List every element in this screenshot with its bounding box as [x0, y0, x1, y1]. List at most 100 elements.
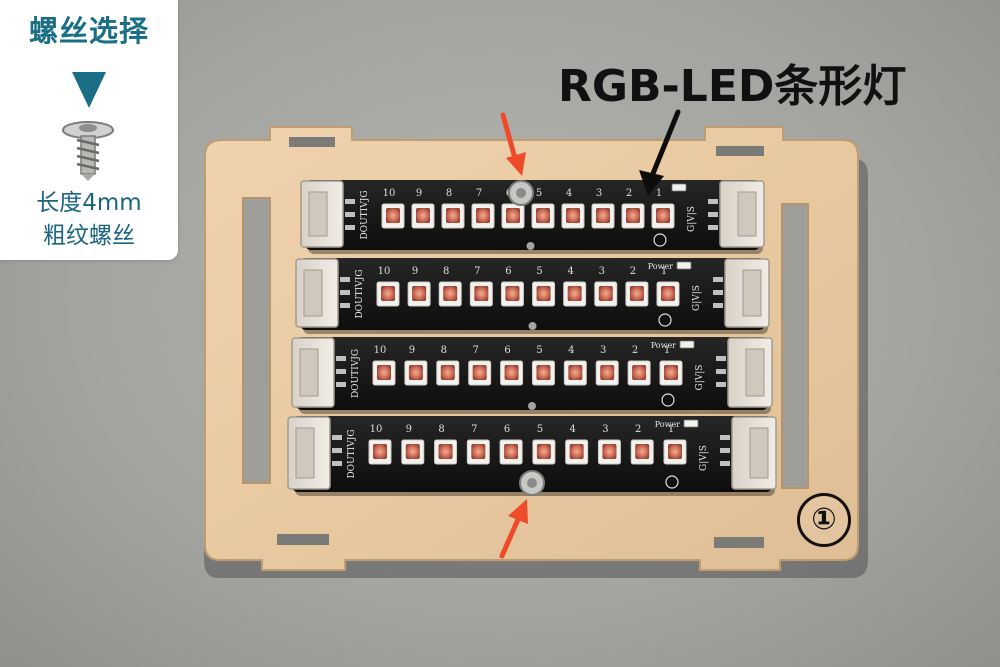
plate-slot-right [781, 203, 809, 489]
led [594, 281, 618, 307]
power-led [676, 261, 692, 270]
led [625, 281, 649, 307]
left-connector [295, 258, 350, 328]
led-number: 4 [567, 266, 573, 277]
brand-text: DOUTIVJG [360, 190, 370, 239]
led-number: 5 [536, 188, 542, 199]
led [565, 439, 589, 465]
led-number: 7 [471, 424, 477, 435]
led-number: 9 [406, 424, 412, 435]
black-arrow-icon [639, 109, 681, 196]
down-triangle-icon [72, 72, 106, 108]
led [563, 281, 587, 307]
led-number: 8 [441, 345, 447, 356]
led [401, 439, 425, 465]
rgb-led-strip-label: RGB-LED条形灯 [558, 61, 907, 112]
direction-logo-icon [658, 313, 672, 327]
led-number: 9 [412, 266, 418, 277]
screw-bottom [519, 470, 545, 496]
led [656, 281, 680, 307]
plate-notch-top-left [289, 137, 335, 147]
led [591, 203, 615, 229]
led [531, 203, 555, 229]
led [630, 439, 654, 465]
plate-notch-top-right [716, 146, 764, 156]
led-number: 3 [599, 266, 605, 277]
pins-text: G|V|S [699, 445, 709, 471]
screw-icon [62, 121, 114, 181]
led [411, 203, 435, 229]
power-label: Power [648, 262, 673, 271]
led-number: 10 [370, 424, 383, 435]
brand-text: DOUTIVJG [355, 269, 365, 318]
plate-slot-left [242, 197, 271, 484]
red-arrow-icon [499, 499, 528, 559]
led [563, 360, 587, 386]
led-number: 3 [600, 345, 606, 356]
brand-text: DOUTIVJG [347, 429, 357, 478]
led-number: 4 [569, 424, 575, 435]
step-number-badge: ① [797, 493, 851, 547]
left-connector [287, 416, 342, 490]
led-number: 3 [602, 424, 608, 435]
pins-text: G|V|S [687, 206, 697, 232]
panel-title: 螺丝选择 [28, 14, 149, 48]
led-number: 1 [661, 266, 667, 277]
led [466, 439, 490, 465]
led [434, 439, 458, 465]
led-number: 4 [566, 188, 572, 199]
led [627, 360, 651, 386]
led-number: 9 [416, 188, 422, 199]
led [663, 439, 687, 465]
led [501, 203, 525, 229]
pcb [292, 416, 772, 492]
led-number: 7 [474, 266, 480, 277]
led-number: 7 [476, 188, 482, 199]
red-arrow-icon [500, 112, 526, 176]
screw-top [508, 180, 534, 206]
led [500, 281, 524, 307]
led-number: 1 [656, 188, 662, 199]
led-strips: DOUTIVJGG|V|S10987654321DOUTIVJGG|V|S109… [287, 180, 777, 496]
plate-notch-bottom-right [714, 537, 764, 548]
led-number: 3 [596, 188, 602, 199]
led [368, 439, 392, 465]
led [468, 360, 492, 386]
led [659, 360, 683, 386]
pins-text: G|V|S [692, 285, 702, 311]
led-number: 5 [536, 266, 542, 277]
power-label: Power [655, 420, 680, 429]
led [500, 360, 524, 386]
led [376, 281, 400, 307]
led [532, 281, 556, 307]
led-number: 8 [438, 424, 444, 435]
led [561, 203, 585, 229]
led-number: 2 [635, 424, 641, 435]
led [372, 360, 396, 386]
led [469, 281, 493, 307]
led-number: 10 [383, 188, 396, 199]
led [621, 203, 645, 229]
led-number: 4 [568, 345, 574, 356]
led [471, 203, 495, 229]
led-number: 9 [409, 345, 415, 356]
power-led [679, 340, 695, 349]
led-number: 6 [504, 345, 510, 356]
led-number: 5 [536, 345, 542, 356]
led-number: 2 [630, 266, 636, 277]
led [532, 439, 556, 465]
led-number: 6 [504, 424, 510, 435]
led [381, 203, 405, 229]
right-connector [720, 416, 777, 490]
left-connector [291, 337, 346, 408]
led-number: 10 [378, 266, 391, 277]
brand-text: DOUTIVJG [351, 349, 361, 398]
right-connector [708, 180, 765, 248]
led [595, 360, 619, 386]
led [499, 439, 523, 465]
led-number: 8 [443, 266, 449, 277]
